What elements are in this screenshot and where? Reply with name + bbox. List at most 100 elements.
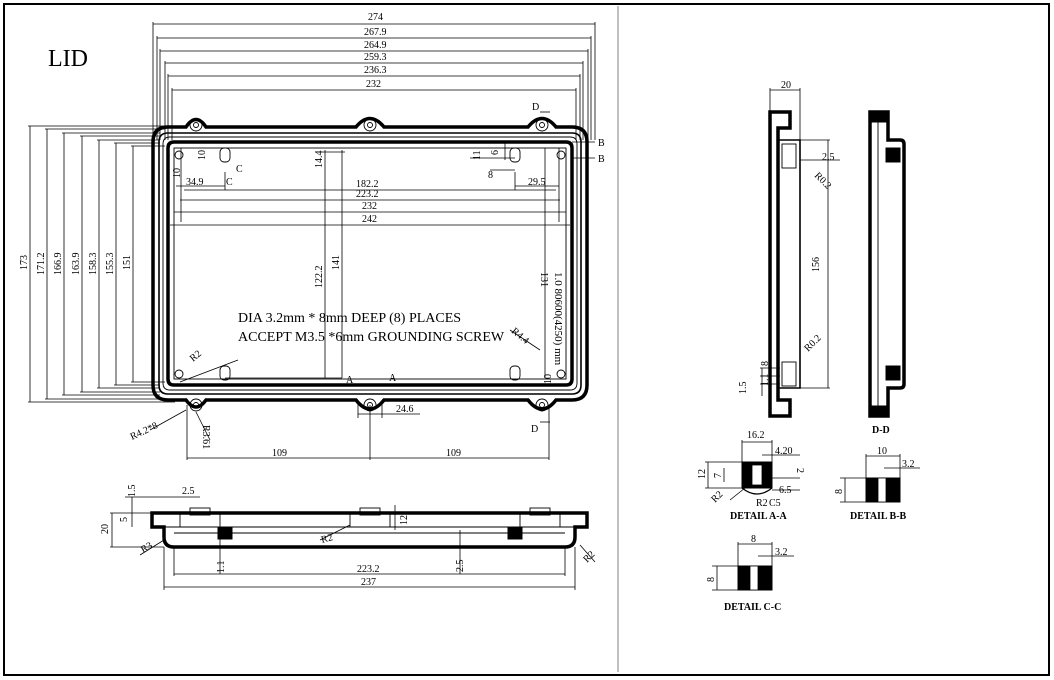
dim-label: 232 <box>362 201 377 212</box>
detail-aa <box>705 440 800 501</box>
detail-cc <box>712 542 794 591</box>
dim-label: 3.2 <box>902 459 915 470</box>
note-line: ACCEPT M3.5 *6mm GROUNDING SCREW <box>238 330 505 345</box>
view-label: B <box>598 154 605 165</box>
front-view-labels: 1.5 2.5 5 20 12 R3 R2 R2 1.1 223.2 237 2… <box>100 485 597 589</box>
dim-label: 20 <box>781 80 791 91</box>
dim-label: R2 <box>709 489 725 505</box>
dim-label: C5 <box>769 498 781 509</box>
dim-label: 2 <box>794 468 805 473</box>
dim-label: 10 <box>877 446 887 457</box>
dim-label: 109 <box>446 448 461 459</box>
screw-bosses <box>174 118 566 412</box>
dim-label: 6.5 <box>779 485 792 496</box>
dim-label: 171.2 <box>36 253 47 276</box>
view-label: D <box>531 424 538 435</box>
dim-label: R4.4 <box>509 326 531 347</box>
dim-label: 232 <box>366 79 381 90</box>
dim-label: 274 <box>368 12 383 23</box>
spec-note: DIA 3.2mm * 8mm DEEP (8) PLACES ACCEPT M… <box>238 311 505 345</box>
dim-label: R4.2*8 <box>129 420 160 442</box>
dim-label: 7 <box>713 473 724 478</box>
dim-label: 236.3 <box>364 65 387 76</box>
note-line: DIA 3.2mm * 8mm DEEP (8) PLACES <box>238 311 461 326</box>
dim-label: 3.2 <box>775 547 788 558</box>
view-label: C <box>226 177 233 188</box>
front-view <box>110 496 596 590</box>
dim-label: 20 <box>100 524 111 534</box>
dim-label: 151 <box>122 255 133 270</box>
side-view <box>760 88 840 418</box>
dim-label: 1.0 80600(4250) mm <box>552 272 564 366</box>
dim-label: 14.4 <box>314 151 325 169</box>
dim-label: 12 <box>399 515 410 525</box>
dim-label: 122.2 <box>314 266 325 289</box>
dim-label: R2 <box>188 348 204 364</box>
dim-label: 223.2 <box>356 189 379 200</box>
dim-label: 1.1 <box>216 561 227 574</box>
detail-title: DETAIL C-C <box>724 602 781 613</box>
dim-label: R0.2 <box>812 170 833 191</box>
dim-label: 29.5 <box>528 177 546 188</box>
dim-label: 8 <box>751 534 756 545</box>
dim-label: R2 <box>320 532 334 546</box>
dim-label: 2.5 <box>182 486 195 497</box>
dim-label: 10 <box>197 150 208 160</box>
detail-title: DETAIL B-B <box>850 511 907 522</box>
dim-label: 2.5 <box>822 152 835 163</box>
dim-label: 156 <box>811 257 822 272</box>
section-dd <box>868 110 906 418</box>
dim-label: 267.9 <box>364 27 387 38</box>
dim-label: R3.61 <box>200 425 211 449</box>
dim-label: 1.1 <box>760 374 771 387</box>
dim-label: 12 <box>697 469 708 479</box>
title-text: LID <box>48 46 88 72</box>
dim-label: 10 <box>172 168 183 178</box>
top-dimension-labels: 274 267.9 264.9 259.3 236.3 232 <box>364 12 387 90</box>
inner-dimension-labels: 182.2 223.2 232 242 122.2 141 14.4 34.9 … <box>129 150 564 459</box>
dim-label: R3 <box>139 540 155 555</box>
dim-label: 259.3 <box>364 52 387 63</box>
dim-label: 24.6 <box>396 404 414 415</box>
dim-label: 34.9 <box>186 177 204 188</box>
view-label: B <box>598 138 605 149</box>
view-label: D <box>532 102 539 113</box>
detail-bb <box>840 454 920 503</box>
page-border <box>3 3 1050 676</box>
dim-label: 264.9 <box>364 40 387 51</box>
dim-label: 141 <box>331 255 342 270</box>
dim-label: 173 <box>19 255 30 270</box>
dim-label: 8 <box>488 170 493 181</box>
dim-label: 4.20 <box>775 446 793 457</box>
dim-label: 1.5 <box>127 485 138 498</box>
detail-title: DETAIL A-A <box>730 511 788 522</box>
dim-label: 11 <box>472 150 483 160</box>
dim-label: 16.2 <box>747 430 765 441</box>
lid-inner-outline <box>166 140 574 387</box>
dim-label: 5 <box>119 517 130 522</box>
dim-label: 1.5 <box>738 382 749 395</box>
view-label: A <box>346 375 354 386</box>
view-label: A <box>389 373 397 384</box>
top-view <box>28 22 596 460</box>
dim-label: 8 <box>760 361 771 366</box>
dim-label: 2.5 <box>455 560 466 573</box>
dim-label: 8 <box>834 489 845 494</box>
dim-label: 182.2 <box>356 179 379 190</box>
dim-label: 10 <box>543 374 554 384</box>
view-label: C <box>236 164 243 175</box>
dim-label: 155.3 <box>105 253 116 276</box>
dim-label: 158.3 <box>88 253 99 276</box>
dim-label: 223.2 <box>357 564 380 575</box>
detail-labels: D-D DETAIL A-A DETAIL B-B DETAIL C-C 16.… <box>697 425 915 613</box>
lid-outer-outline <box>151 116 589 411</box>
dim-label: R2 <box>756 498 768 509</box>
dim-label: 166.9 <box>53 253 64 276</box>
view-labels: C C A A D D B B <box>226 102 605 435</box>
dim-label: 131 <box>538 272 549 287</box>
dim-label: 8 <box>706 577 717 582</box>
dim-label: R2 <box>581 549 597 565</box>
dim-label: 242 <box>362 214 377 225</box>
